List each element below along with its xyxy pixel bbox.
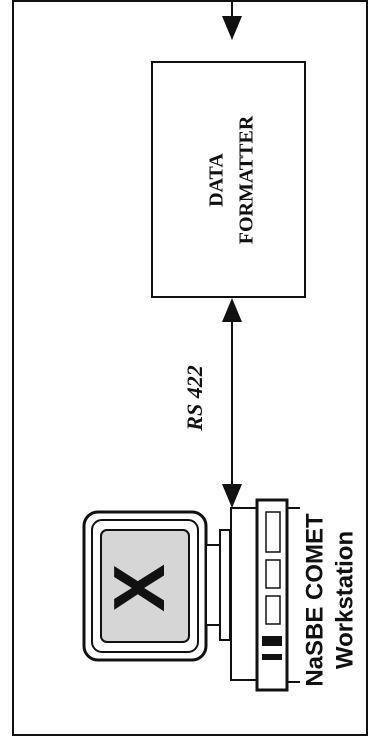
computer-workstation-icon: X	[84, 500, 300, 690]
formatter-label-data: DATA	[206, 153, 228, 207]
screen-x-glyph: X	[100, 564, 180, 612]
arrow-down-icon	[222, 0, 242, 40]
workstation-label-line2: Workstation	[331, 531, 358, 669]
formatter-label-formatter: FORMATTER	[236, 115, 258, 244]
rs422-label: RS 422	[182, 365, 207, 431]
double-arrow-icon	[222, 298, 242, 508]
workstation-label-line1: NaSBE COMET	[301, 513, 328, 687]
data-formatter-box: DATA FORMATTER	[152, 62, 305, 297]
